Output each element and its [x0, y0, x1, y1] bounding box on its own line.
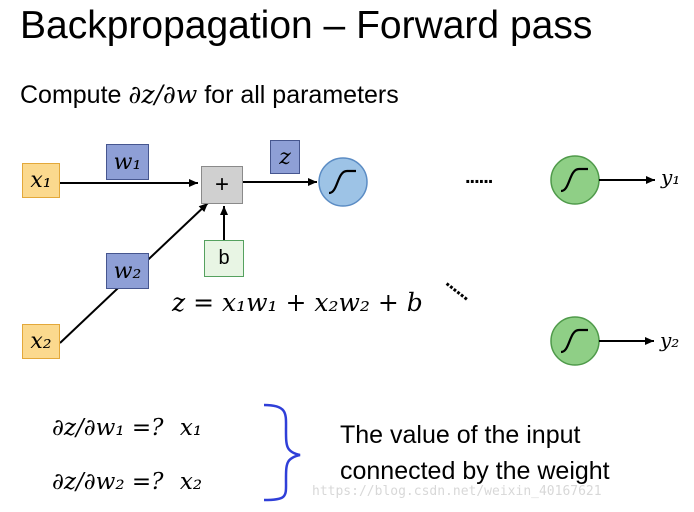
z-box: z: [270, 140, 300, 174]
sigmoid-icon: [560, 167, 588, 193]
subtitle-suffix: for all parameters: [204, 81, 399, 109]
output-y2: y₂: [660, 328, 680, 352]
input-x2: x₂: [22, 324, 60, 359]
explanation-line-1: The value of the input: [340, 421, 581, 449]
sum-node: +: [201, 166, 243, 204]
sigmoid-neuron-output-1: [550, 155, 600, 205]
sigmoid-icon: [560, 328, 588, 354]
input-x1: x₁: [22, 163, 60, 198]
derivative-rhs: x₂: [179, 469, 203, 495]
derivative-row: ∂z/∂w₂ =? x₂: [52, 468, 202, 495]
derivative-lhs: ∂z/∂w₁ =?: [52, 415, 164, 441]
explanation-line-2: connected by the weight: [340, 457, 610, 485]
output-y1: y₁: [661, 165, 681, 189]
derivative-lhs: ∂z/∂w₂ =?: [52, 469, 164, 495]
brace-icon: [263, 403, 301, 502]
weight-w1: w₁: [106, 144, 149, 180]
subtitle-prefix: Compute: [20, 81, 122, 109]
slide-subtitle: Compute ∂z/∂w for all parameters: [20, 80, 399, 110]
derivative-rhs: x₁: [179, 415, 203, 441]
dots-horizontal: ......: [465, 166, 493, 188]
sigmoid-neuron-hidden: [318, 157, 368, 207]
slide-title: Backpropagation – Forward pass: [20, 4, 593, 47]
subtitle-math: ∂z/∂w: [128, 80, 198, 109]
watermark: https://blog.csdn.net/weixin_40167621: [312, 484, 602, 499]
sigmoid-neuron-output-2: [550, 316, 600, 366]
bias-box: b: [204, 240, 244, 277]
sum-equation: z = x₁w₁ + x₂w₂ + b: [172, 288, 423, 317]
derivative-row: ∂z/∂w₁ =? x₁: [52, 414, 202, 441]
weight-w2: w₂: [106, 253, 149, 289]
sigmoid-icon: [328, 169, 356, 195]
